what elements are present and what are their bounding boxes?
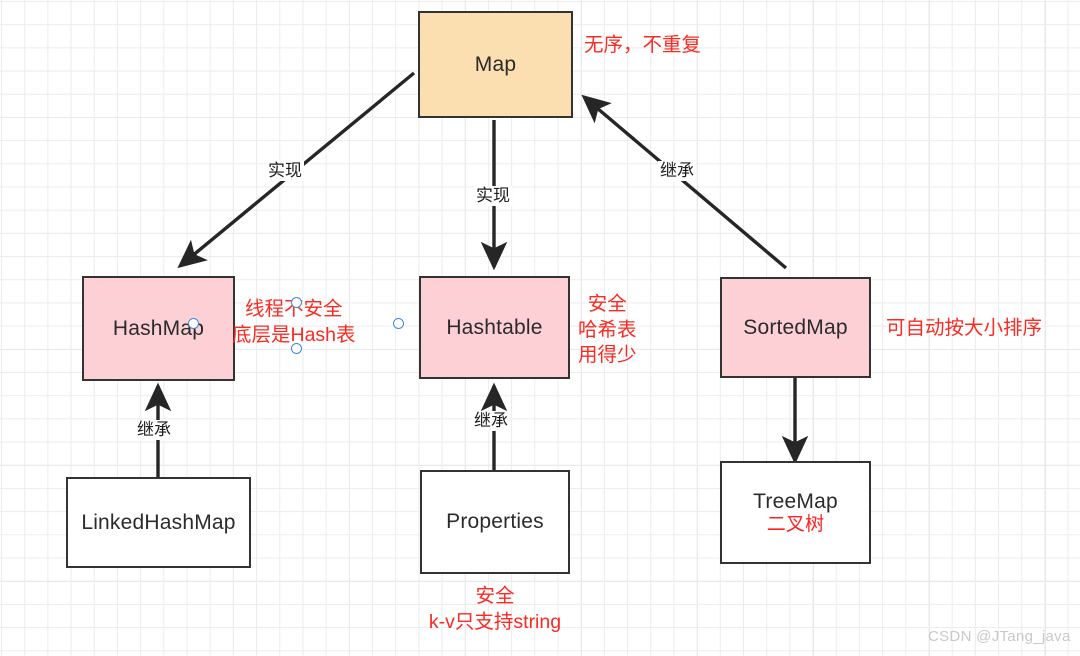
selection-handle-left[interactable] <box>188 318 199 329</box>
edge-label-map-to-hashmap: 实现 <box>266 161 304 181</box>
edge-label-properties-to-hashtable: 继承 <box>472 411 510 431</box>
selection-handle-top[interactable] <box>291 297 302 308</box>
edge-label-text: 实现 <box>476 186 510 205</box>
annotation-line: 可自动按大小排序 <box>886 317 1043 339</box>
node-hashmap-label: HashMap <box>112 316 205 340</box>
edge-label-sortedmap-to-map: 继承 <box>658 161 696 181</box>
annotation-sortedmap-note: 可自动按大小排序 <box>886 316 1042 342</box>
node-properties[interactable]: Properties <box>420 470 570 574</box>
annotation-line: 安全 <box>587 293 627 315</box>
selection-handle-right[interactable] <box>393 318 404 329</box>
csdn-watermark: CSDN @JTang_java <box>928 628 1071 645</box>
edge-label-text: 继承 <box>474 411 508 430</box>
annotation-hashmap-note: 线程不安全 底层是Hash表 <box>232 297 356 348</box>
selection-handle-bottom[interactable] <box>291 343 302 354</box>
node-sortedmap[interactable]: SortedMap <box>720 277 871 378</box>
edge-label-text: 继承 <box>137 420 171 439</box>
annotation-map-note: 无序，不重复 <box>584 33 701 59</box>
annotation-hashtable-note: 安全 哈希表 用得少 <box>578 292 637 369</box>
annotation-line: 用得少 <box>578 344 637 367</box>
annotation-properties-note: 安全 k-v只支持string <box>405 584 585 635</box>
node-treemap-sublabel: 二叉树 <box>766 514 825 536</box>
annotation-line: 哈希表 <box>578 318 637 341</box>
node-linkedhashmap[interactable]: LinkedHashMap <box>66 477 251 568</box>
node-linkedhashmap-label: LinkedHashMap <box>81 510 236 534</box>
node-map[interactable]: Map <box>418 11 573 118</box>
node-properties-label: Properties <box>446 510 544 534</box>
annotation-line: k-v只支持string <box>428 610 562 633</box>
node-hashtable[interactable]: Hashtable <box>419 276 570 379</box>
edge-label-map-to-hashtable: 实现 <box>474 186 512 206</box>
node-map-label: Map <box>474 52 517 76</box>
annotation-line: 无序，不重复 <box>584 34 702 56</box>
annotation-line: 底层是Hash表 <box>232 323 356 346</box>
edge-label-linkedhashmap-to-hashmap: 继承 <box>135 420 173 440</box>
node-treemap[interactable]: TreeMap 二叉树 <box>720 461 871 564</box>
annotation-line: 安全 <box>475 585 515 607</box>
node-hashtable-label: Hashtable <box>446 315 543 339</box>
edge-label-text: 实现 <box>268 161 302 180</box>
annotation-line: 线程不安全 <box>245 298 343 320</box>
node-sortedmap-label: SortedMap <box>743 315 848 339</box>
edge-label-text: 继承 <box>660 161 694 180</box>
node-hashmap[interactable]: HashMap <box>82 276 235 381</box>
node-treemap-label: TreeMap <box>753 489 838 513</box>
edge-sortedmap-to-map <box>581 94 788 270</box>
